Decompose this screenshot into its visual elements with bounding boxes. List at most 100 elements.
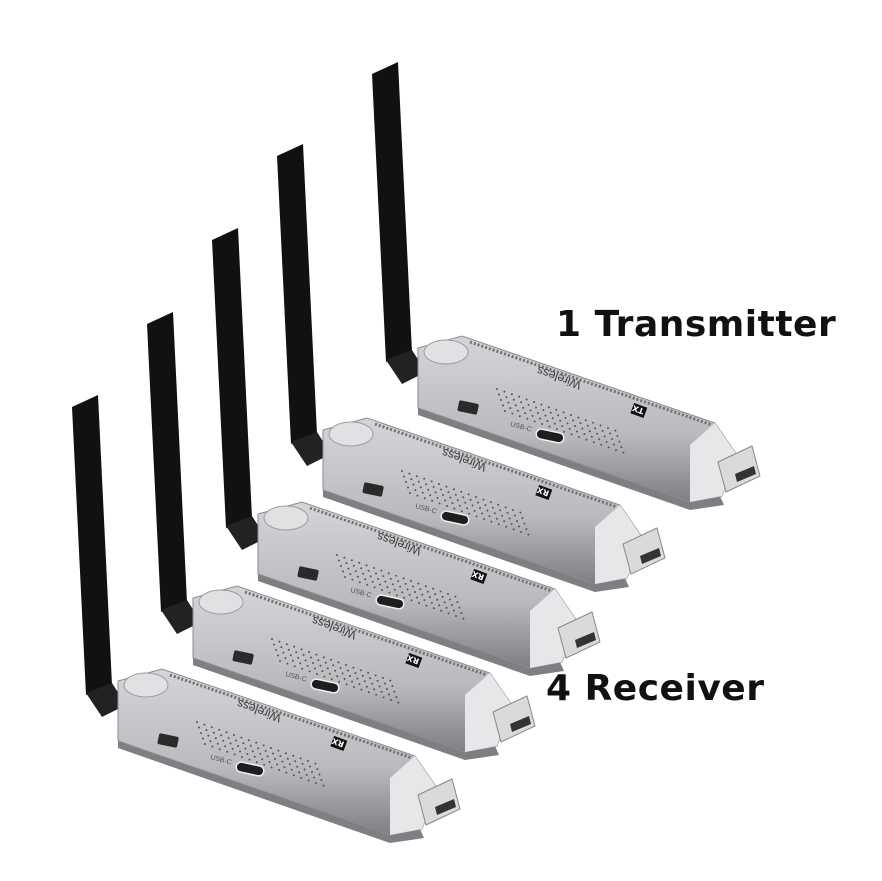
vent-hole: [278, 640, 281, 643]
badge-label: RX: [535, 485, 550, 498]
vent-hole: [387, 572, 390, 575]
vent-hole: [479, 507, 481, 509]
vent-hole: [455, 615, 457, 617]
vent-hole: [289, 654, 292, 657]
vent-hole: [360, 688, 363, 691]
vent-hole: [568, 427, 571, 430]
vent-hole: [237, 745, 239, 747]
vent-hole: [255, 741, 258, 744]
vent-hole: [443, 601, 446, 604]
hdmi-plug: [622, 527, 666, 575]
vent-hole: [449, 496, 452, 499]
vent-hole: [430, 601, 433, 604]
vent-hole: [293, 665, 296, 668]
vent-hole: [374, 674, 377, 677]
vent-hole: [322, 784, 325, 787]
vent-hole: [393, 690, 396, 693]
vent-hole: [408, 472, 411, 475]
vent-hole: [421, 593, 424, 596]
vent-hole: [202, 737, 204, 740]
vent-hole: [477, 501, 479, 504]
vent-hole: [469, 498, 472, 501]
vent-hole: [533, 401, 535, 403]
vent-hole: [332, 664, 335, 667]
vent-hole: [417, 582, 420, 585]
vent-hole: [285, 643, 288, 646]
vent-hole: [220, 734, 223, 737]
vent-hole: [439, 590, 442, 593]
vent-hole: [614, 429, 617, 432]
vent-hole: [384, 682, 386, 685]
hdmi-port: [640, 548, 661, 564]
vent-hole: [279, 660, 281, 662]
vent-hole: [403, 596, 406, 599]
vent-hole: [196, 721, 198, 723]
vent-hole: [304, 659, 307, 662]
vent-hole: [239, 750, 241, 753]
vent-hole: [379, 583, 381, 586]
vent-hole: [314, 667, 316, 670]
vent-hole: [342, 570, 344, 573]
vent-hole: [380, 690, 383, 693]
vent-hole: [620, 446, 623, 449]
vent-hole: [255, 761, 258, 764]
vent-hole: [419, 486, 422, 489]
vent-hole: [542, 409, 545, 412]
vent-hole: [318, 773, 321, 776]
vent-hole: [242, 742, 245, 745]
vent-hole: [497, 503, 500, 506]
vent-hole: [369, 677, 372, 680]
vent-hole: [446, 505, 448, 507]
vent-hole: [386, 688, 388, 690]
vent-hole: [275, 649, 277, 651]
vent-hole: [553, 422, 556, 425]
vent-hole: [388, 693, 390, 696]
vent-hole: [373, 586, 376, 589]
vent-hole: [564, 416, 567, 419]
vent-hole: [314, 762, 317, 765]
vent-hole: [210, 726, 213, 729]
vent-hole: [467, 493, 470, 496]
vent-hole: [495, 517, 498, 520]
vent-hole: [453, 609, 455, 612]
vent-hole: [315, 782, 317, 784]
vent-hole: [395, 594, 398, 597]
vent-hole: [500, 399, 502, 401]
vent-hole: [592, 441, 595, 444]
vent-hole: [311, 771, 313, 773]
vent-hole: [303, 768, 306, 771]
vent-hole: [546, 420, 549, 423]
vent-hole: [512, 509, 514, 511]
usb-c-port: [440, 510, 470, 526]
vent-hole: [277, 749, 280, 752]
vent-hole: [431, 499, 434, 502]
vent-hole: [419, 588, 422, 591]
receiver-caption: 4 Receiver: [546, 668, 765, 709]
vent-hole: [499, 509, 502, 512]
vent-hole: [572, 419, 574, 422]
vent-hole: [539, 417, 541, 420]
vent-hole: [547, 406, 550, 409]
vent-hole: [410, 599, 413, 602]
vent-hole: [482, 498, 485, 501]
vent-hole: [291, 659, 294, 662]
vent-hole: [412, 585, 414, 588]
vent-hole: [337, 661, 340, 664]
vent-hole: [451, 502, 454, 505]
vent-hole: [381, 589, 383, 591]
vent-hole: [307, 760, 309, 762]
vent-hole: [584, 419, 587, 422]
vent-hole: [284, 752, 287, 755]
vent-hole: [471, 504, 474, 507]
vent-hole: [594, 427, 597, 430]
vent-hole: [454, 595, 457, 598]
vent-hole: [382, 696, 385, 699]
vent-hole: [364, 578, 367, 581]
vent-hole: [347, 567, 350, 570]
vent-hole: [290, 768, 293, 771]
mode-switch: [232, 650, 254, 665]
badge-box: [535, 484, 553, 501]
vent-hole: [407, 486, 409, 489]
vent-hole: [279, 755, 282, 758]
vent-hole: [388, 591, 391, 594]
